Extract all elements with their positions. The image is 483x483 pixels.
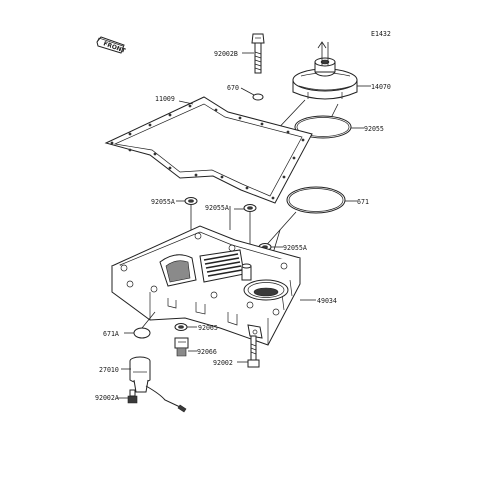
label-14070: 14070	[371, 83, 391, 91]
oil-pan-49034	[110, 225, 301, 346]
label-671a: 671A	[103, 330, 119, 338]
label-670: 670	[227, 84, 239, 92]
label-27010: 27010	[99, 366, 119, 374]
flow-arrow-lines	[321, 42, 329, 66]
o-ring-92055	[294, 115, 352, 139]
leader-670	[240, 87, 255, 96]
label-92002a: 92002A	[95, 394, 119, 402]
label-92055a-right: 92055A	[283, 244, 307, 252]
o-ring-671a	[133, 327, 151, 339]
o-ring-671	[286, 186, 346, 214]
label-92002: 92002	[213, 359, 233, 367]
label-671: 671	[357, 198, 369, 206]
front-direction-arrow: FRONT	[96, 36, 127, 55]
bolt-92002a	[127, 389, 138, 404]
leader-11009	[178, 100, 194, 105]
label-92055a-left: 92055A	[151, 198, 175, 206]
label-49034: 49034	[317, 297, 337, 305]
drain-plug-92066	[174, 337, 189, 357]
label-92066: 92066	[197, 348, 217, 356]
label-92065: 92065	[198, 324, 218, 332]
oil-screen-14070	[292, 57, 358, 100]
bolt-92002b	[251, 33, 265, 74]
diagram-code: E1432	[371, 30, 391, 38]
label-92002b: 92002B	[214, 50, 238, 58]
label-92055: 92055	[364, 125, 384, 133]
assembly-line-671a	[141, 311, 156, 329]
oil-pressure-switch-27010	[129, 356, 187, 413]
oil-pan-gasket-11009	[104, 96, 313, 204]
flow-arrow-head	[317, 41, 327, 49]
o-ring-670	[252, 93, 264, 101]
bolt-92002	[247, 335, 260, 368]
label-11009: 11009	[155, 95, 175, 103]
label-92055a-mid: 92055A	[205, 204, 229, 212]
assembly-lines-washers	[190, 205, 281, 271]
